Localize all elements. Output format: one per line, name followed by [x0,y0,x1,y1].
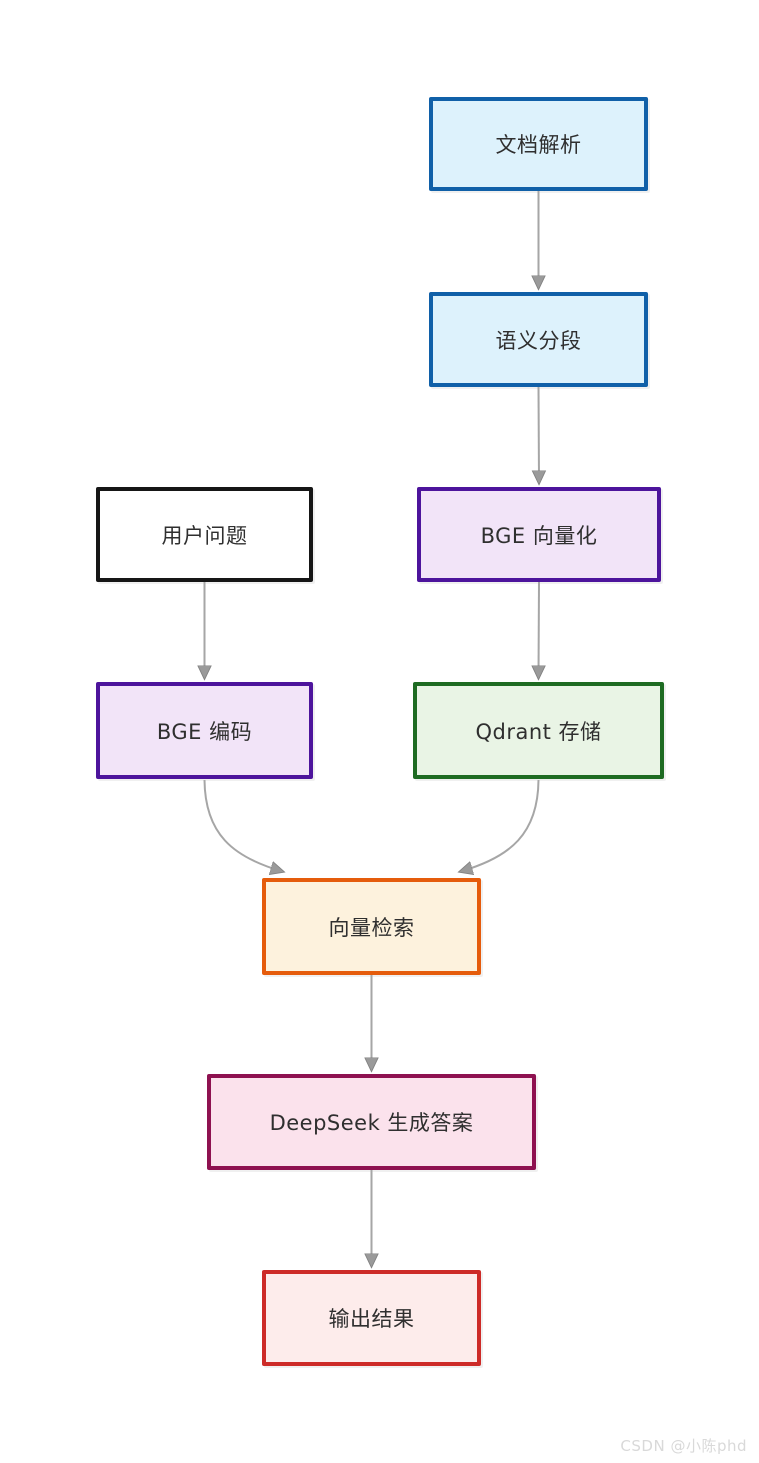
node-bge-vectorize: BGE 向量化 [417,487,661,582]
edge-qdrant-store-to-vector-search [462,779,540,871]
node-label-bge-encode: BGE 编码 [156,719,253,744]
edge-semantic-chunk-to-bge-vectorize [539,386,540,481]
node-bge-encode: BGE 编码 [96,682,313,779]
node-label-semantic-chunk: 语义分段 [495,328,582,353]
node-deepseek-answer: DeepSeek 生成答案 [207,1074,536,1170]
node-doc-parse: 文档解析 [429,97,648,191]
edge-bge-encode-to-vector-search [203,779,282,871]
node-label-user-question: 用户问题 [161,523,248,548]
node-user-question: 用户问题 [96,487,313,582]
node-label-output-result: 输出结果 [328,1307,415,1331]
node-qdrant-store: Qdrant 存储 [413,682,664,779]
node-semantic-chunk: 语义分段 [429,292,648,387]
node-label-qdrant-store: Qdrant 存储 [475,719,602,744]
node-label-doc-parse: 文档解析 [495,133,582,157]
node-label-bge-vectorize: BGE 向量化 [480,523,598,548]
node-output-result: 输出结果 [262,1270,481,1366]
watermark: CSDN @小陈phd [620,1437,747,1455]
edge-bge-vectorize-to-qdrant-store [539,581,540,676]
node-vector-search: 向量检索 [262,878,481,975]
node-label-deepseek-answer: DeepSeek 生成答案 [269,1111,474,1135]
node-label-vector-search: 向量检索 [328,915,415,940]
